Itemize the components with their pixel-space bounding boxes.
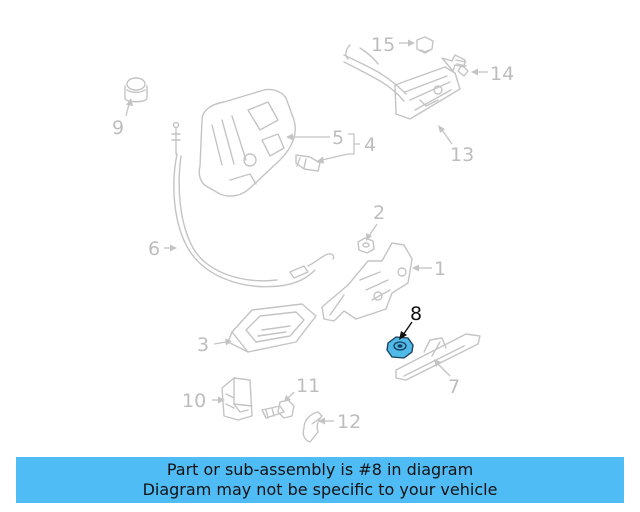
callout-10: 10 [182,390,206,412]
part-12-drawing [302,411,323,443]
callout-14: 14 [490,63,514,85]
part-14-drawing [441,54,469,77]
callout-7: 7 [448,376,460,398]
part-13-drawing [343,44,461,120]
callout-5: 5 [332,127,344,149]
leader-lines [125,39,488,425]
part-2-drawing [357,237,375,254]
part-9-drawing [124,77,148,103]
callout-8: 8 [410,303,422,325]
leader-8 [399,321,413,340]
part-6-drawing [171,121,335,288]
callout-4: 4 [364,134,376,156]
callout-6: 6 [148,238,160,260]
part-1-drawing [321,242,413,322]
part-7-drawing [395,333,481,381]
callout-15: 15 [371,34,395,56]
callout-12: 12 [337,411,361,433]
banner-line-part: Part or sub-assembly is #8 in diagram [166,460,474,479]
callout-2: 2 [373,202,385,224]
part-15-drawing [416,36,434,54]
part-10-drawing [221,377,253,421]
parts-diagram: 15 14 13 9 5 4 6 2 1 3 8 7 10 11 12 [112,34,514,443]
callout-9: 9 [112,117,124,139]
part-3-drawing [227,303,317,353]
part-4-drawing [295,154,321,172]
callout-13: 13 [450,144,474,166]
callout-3: 3 [197,334,209,356]
callout-1: 1 [434,258,446,280]
info-banner: Part or sub-assembly is #8 in diagram Di… [16,457,624,503]
banner-line-disclaimer: Diagram may not be specific to your vehi… [142,480,498,499]
callout-11: 11 [296,375,320,397]
part-11-drawing [261,399,295,419]
callout-labels: 15 14 13 9 5 4 6 2 1 3 8 7 10 11 12 [112,34,514,433]
part-8-drawing [386,336,414,359]
part-5-drawing [198,88,296,197]
